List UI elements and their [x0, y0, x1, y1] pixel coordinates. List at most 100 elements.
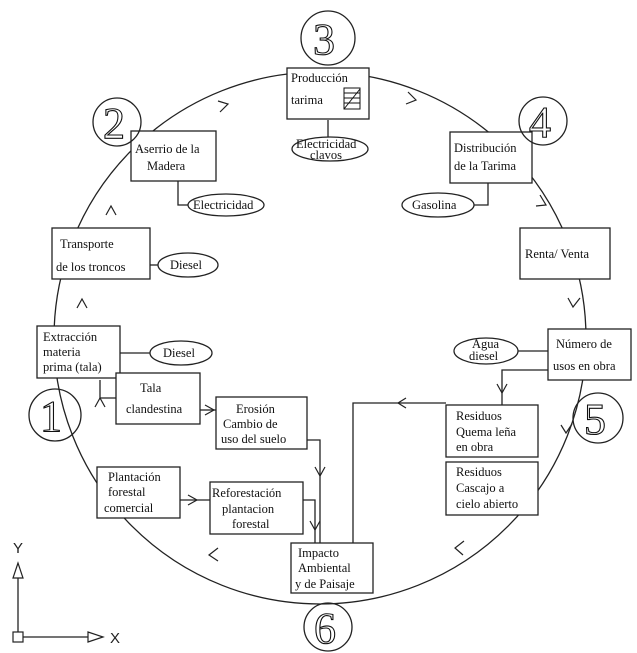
box-plantacion-line-1: Plantación — [108, 470, 162, 484]
arrow-cycle-4 — [567, 297, 581, 309]
box-aserrio-line-1: Aserrio de la — [135, 142, 200, 156]
ellipse-electricidad-clavos-line-2: clavos — [310, 148, 342, 162]
arrow-cycle-2 — [405, 91, 418, 105]
box-residuos-quema-line-1: Residuos — [456, 409, 502, 423]
stage-number-4: 4 — [529, 98, 551, 147]
ellipse-agua-diesel: Agua diesel — [453, 337, 519, 365]
arrow-residuos-impacto — [396, 397, 407, 409]
box-numero-usos-line-1: Número de — [556, 337, 612, 351]
box-erosion-line-3: uso del suelo — [221, 432, 286, 446]
connector-distribucion-gasolina — [474, 183, 489, 206]
box-plantacion-line-2: forestal — [108, 485, 146, 499]
arrow-numero-residuos — [496, 383, 508, 395]
arrow-erosion-impacto — [314, 466, 326, 478]
connector-erosion-impacto — [307, 439, 321, 543]
stage-marker-3: 3 — [300, 10, 356, 66]
box-numero-usos: Número de usos en obra — [547, 328, 632, 381]
box-distribucion-line-2: de la Tarima — [454, 159, 517, 173]
stage-marker-2: 2 — [92, 97, 142, 149]
ellipse-diesel-extraccion: Diesel — [149, 340, 213, 366]
box-residuos-cascajo-line-3: cielo abierto — [456, 497, 518, 511]
arrow-cycle-1 — [217, 100, 230, 113]
box-produccion: Producción tarima — [286, 67, 370, 120]
arrow-cycle-8 — [94, 396, 106, 408]
connector-reforestacion-impacto — [303, 499, 316, 543]
box-residuos-quema-line-3: en obra — [456, 440, 494, 454]
box-tala-line-1: Tala — [140, 381, 162, 395]
box-impacto: Impacto Ambiental y de Paisaje — [290, 542, 374, 594]
box-plantacion-line-3: comercial — [104, 501, 154, 515]
box-aserrio-line-2: Madera — [147, 159, 186, 173]
ucs-origin-square — [12, 631, 24, 643]
box-produccion-line-2: tarima — [291, 93, 323, 107]
ellipse-gasolina-line-1: Gasolina — [412, 198, 457, 212]
box-produccion-line-1: Producción — [291, 71, 349, 85]
arrow-plantacion-reforestacion — [187, 494, 199, 506]
box-residuos-quema-line-2: Quema leña — [456, 425, 516, 439]
box-plantacion: Plantación forestal comercial — [96, 466, 181, 519]
stage-number-3: 3 — [313, 15, 335, 64]
box-impacto-line-1: Impacto — [298, 546, 339, 560]
box-transporte-line-1: Transporte — [60, 237, 114, 251]
box-extraccion-line-3: prima (tala) — [43, 360, 102, 374]
box-residuos-cascajo: Residuos Cascajo a cielo abierto — [445, 461, 539, 516]
ellipse-electricidad-line-1: Electricidad — [193, 198, 254, 212]
stage-number-6: 6 — [314, 604, 336, 653]
x-axis-label: X — [110, 630, 120, 647]
box-renta: Renta/ Venta — [519, 227, 611, 280]
y-axis-arrowhead — [12, 561, 24, 579]
box-erosion-line-1: Erosión — [236, 402, 276, 416]
ellipse-electricidad-clavos-line-1: Electricidad — [296, 137, 357, 151]
arrow-cycle-5 — [560, 423, 573, 435]
ellipse-agua-diesel-line-1: Agua — [472, 337, 500, 351]
arrow-tala-erosion — [204, 404, 216, 416]
box-residuos-quema: Residuos Quema leña en obra — [445, 404, 539, 458]
box-impacto-line-2: Ambiental — [298, 561, 351, 575]
arrow-cycle-3 — [535, 194, 548, 207]
stage-marker-5: 5 — [572, 392, 624, 445]
ellipse-diesel-transporte-line-1: Diesel — [170, 258, 202, 272]
box-transporte: Transporte de los troncos — [51, 227, 151, 280]
box-distribucion: Distribución de la Tarima — [449, 131, 533, 184]
box-renta-line-1: Renta/ Venta — [525, 247, 589, 261]
pallet-icon — [343, 87, 361, 110]
box-distribucion-line-1: Distribución — [454, 141, 517, 155]
box-tala: Tala clandestina — [115, 372, 201, 425]
box-extraccion: Extracción materia prima (tala) — [36, 325, 121, 379]
arrow-cycle-6 — [454, 540, 465, 556]
ellipse-gasolina: Gasolina — [401, 192, 475, 218]
box-tala-line-2: clandestina — [126, 402, 183, 416]
box-numero-usos-line-2: usos en obra — [553, 359, 616, 373]
arrow-cycle-7 — [207, 547, 219, 562]
ellipse-diesel-extraccion-line-1: Diesel — [163, 346, 195, 360]
connector-residuos-impacto — [352, 402, 446, 543]
box-erosion: Erosión Cambio de uso del suelo — [215, 396, 308, 450]
ellipse-agua-diesel-line-2: diesel — [469, 349, 499, 363]
box-extraccion-line-1: Extracción — [43, 330, 98, 344]
arrowheads — [76, 91, 581, 562]
arrow-cycle-9 — [76, 297, 88, 309]
box-residuos-cascajo-line-2: Cascajo a — [456, 481, 505, 495]
box-impacto-line-3: y de Paisaje — [295, 577, 355, 591]
ellipse-electricidad-clavos: Electricidad clavos — [291, 136, 369, 162]
box-reforestacion: Reforestación plantacion forestal — [209, 481, 304, 535]
box-transporte-line-2: de los troncos — [56, 260, 126, 274]
ucs-axis-icon: Y X — [12, 540, 120, 647]
arrow-cycle-10 — [105, 204, 117, 216]
box-residuos-cascajo-line-1: Residuos — [456, 465, 502, 479]
stage-marker-4: 4 — [518, 96, 568, 148]
ellipse-electricidad: Electricidad — [187, 193, 265, 217]
stage-number-1: 1 — [40, 392, 62, 441]
box-reforestacion-line-1: Reforestación — [212, 486, 282, 500]
stage-marker-6: 6 — [303, 602, 353, 653]
ellipse-diesel-transporte: Diesel — [157, 252, 219, 278]
box-extraccion-line-2: materia — [43, 345, 81, 359]
stage-number-5: 5 — [584, 395, 606, 444]
box-reforestacion-line-3: forestal — [232, 517, 270, 531]
y-axis-label: Y — [13, 540, 23, 557]
stage-marker-1: 1 — [28, 388, 82, 442]
connector-numero-residuos — [501, 369, 548, 405]
box-erosion-line-2: Cambio de — [223, 417, 278, 431]
stage-number-2: 2 — [103, 99, 125, 148]
